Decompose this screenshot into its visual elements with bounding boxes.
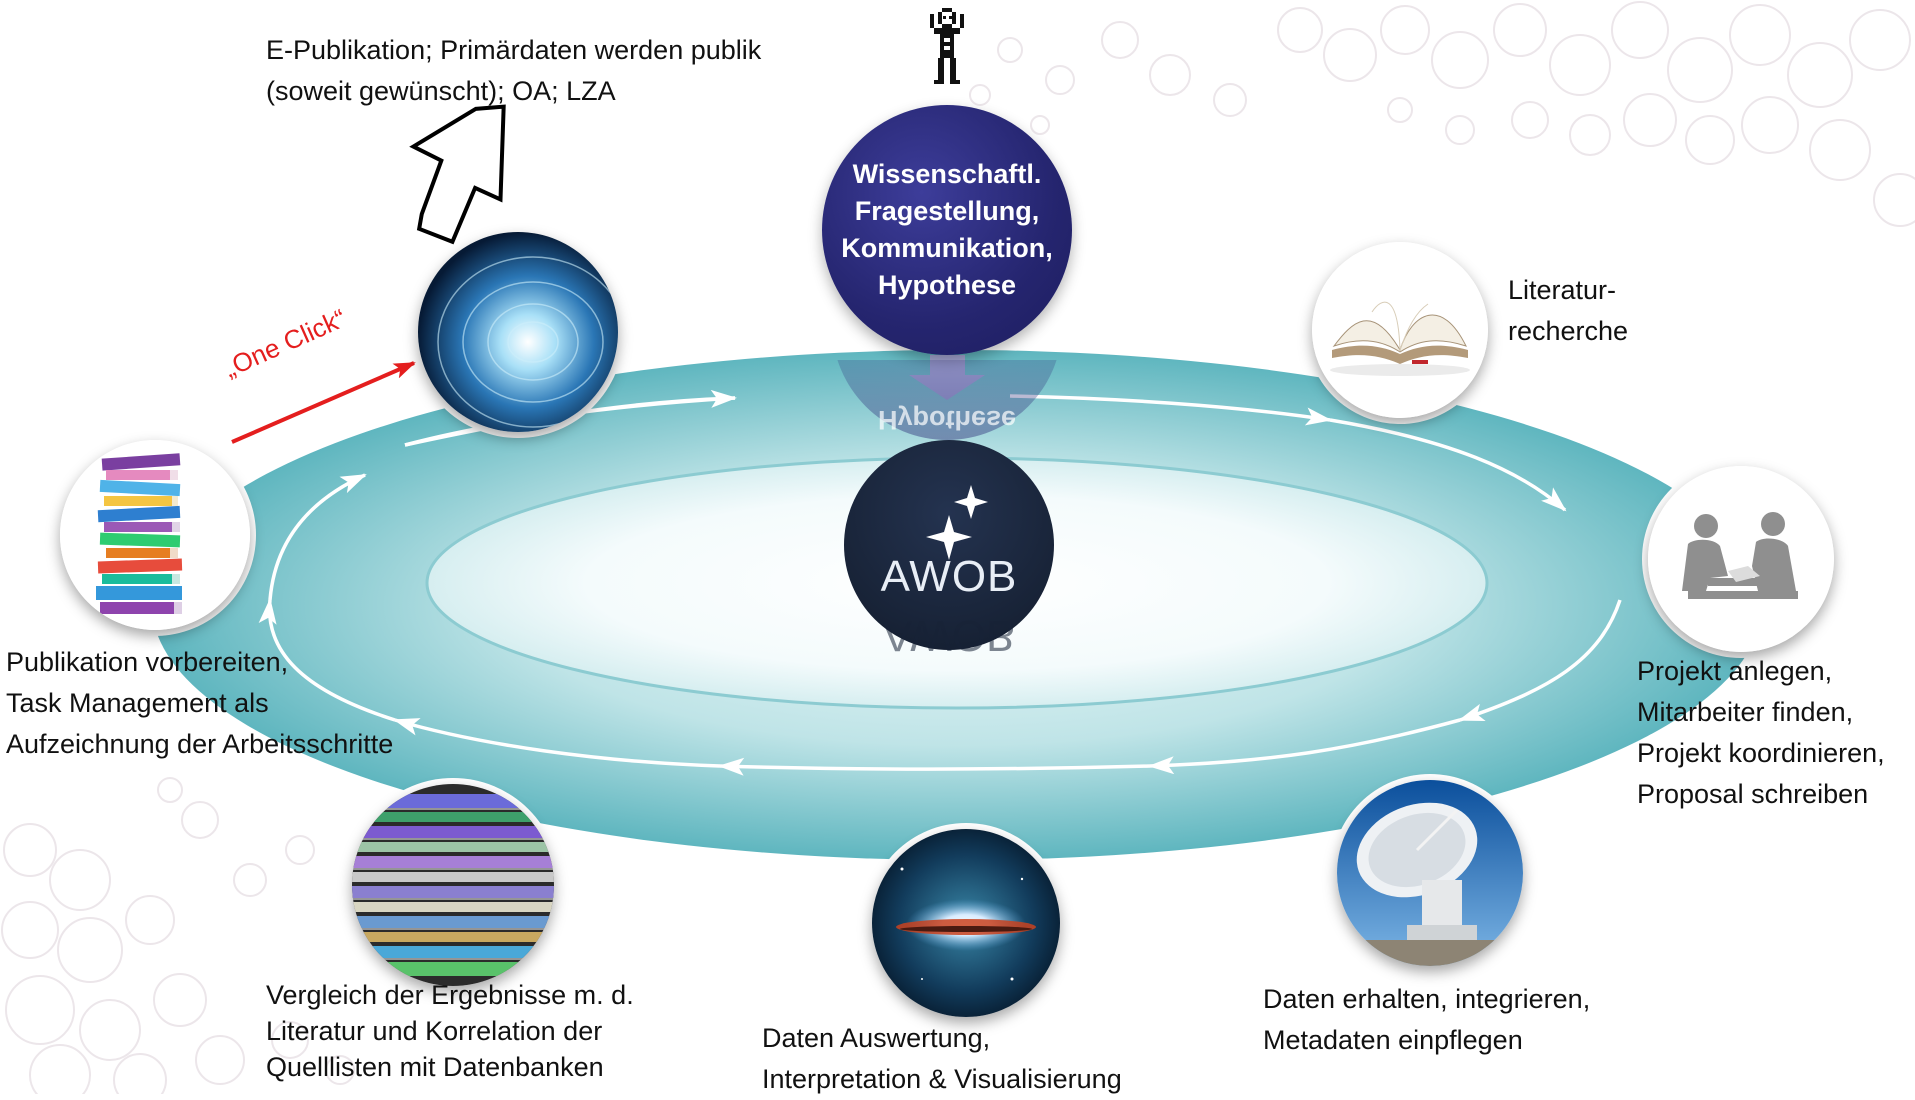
- question-line-4: Hypothese: [877, 270, 1017, 300]
- research-question-circle: Wissenschaftl. Fragestellung, Kommunikat…: [822, 105, 1072, 355]
- cycle-arrows: [258, 389, 1622, 776]
- step-project-label: Projekt anlegen, Mitarbeiter finden, Pro…: [1637, 656, 1885, 809]
- spectra-comparison-image: [352, 784, 554, 986]
- question-line-3: Kommunikation,: [841, 233, 1053, 263]
- book-stack-image: [60, 440, 250, 630]
- step-publication-label: Publikation vorbereiten, Task Management…: [6, 647, 394, 759]
- awob-logo: AWOB: [844, 440, 1054, 650]
- step-data-label: Daten erhalten, integrieren, Metadaten e…: [1263, 984, 1591, 1055]
- step-literature-label: Literatur- recherche: [1508, 275, 1629, 346]
- awob-reflection-text: AWOB: [882, 611, 1016, 660]
- open-book-image: [1312, 242, 1488, 418]
- publication-up-arrow: [409, 104, 506, 245]
- sombrero-galaxy-image: [872, 829, 1060, 1017]
- step-analysis-label: Daten Auswertung, Interpretation & Visua…: [762, 1023, 1122, 1094]
- publication-output-label: E-Publikation; Primärdaten werden publik…: [266, 35, 762, 106]
- question-line-2: Fragestellung,: [854, 196, 1040, 226]
- question-line-1: Wissenschaftl.: [852, 159, 1042, 189]
- hypothesis-reflection: Hypothese: [832, 360, 1062, 440]
- one-click-arrow: [231, 361, 416, 444]
- step-comparison-label: Vergleich der Ergebnisse m. d. Literatur…: [266, 980, 634, 1082]
- hypothesis-reflection-text: Hypothese: [877, 405, 1017, 435]
- data-tunnel-image: [418, 232, 618, 432]
- meeting-silhouette-image: [1648, 466, 1834, 652]
- down-arrow: [909, 355, 985, 400]
- radio-telescope-image: [1337, 780, 1523, 966]
- scientist-figure-icon: [930, 8, 964, 84]
- sparkle-icon: [926, 485, 988, 560]
- awob-reflection: AWOB: [844, 610, 1054, 680]
- awob-logo-text: AWOB: [880, 552, 1018, 601]
